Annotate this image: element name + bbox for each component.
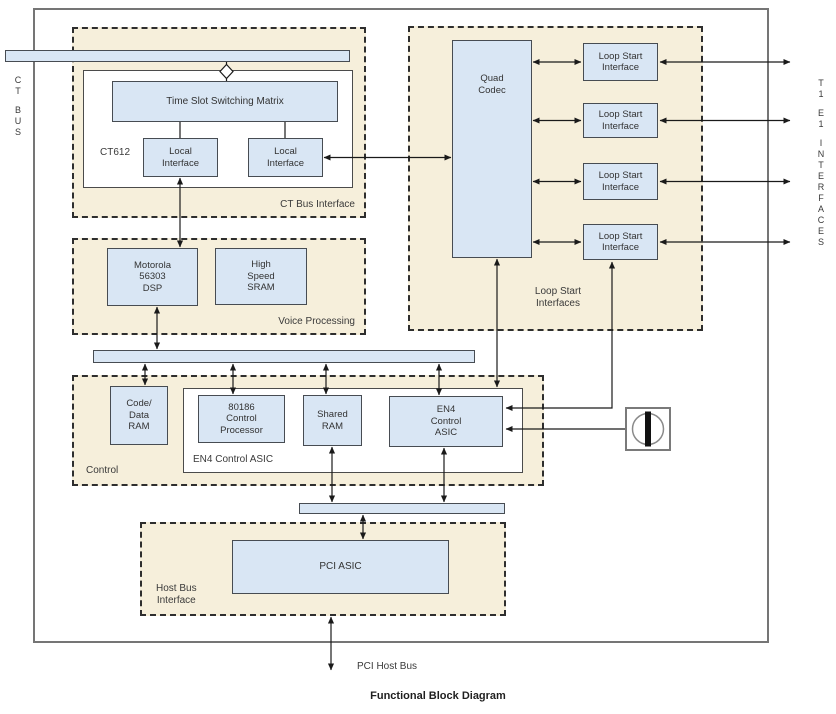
en4-asic-group-label: EN4 Control ASIC [193,453,274,465]
region-label-voice-processing: Voice Processing [278,315,355,327]
diagram-caption: Functional Block Diagram [370,690,506,702]
block-en4-control-asic: EN4 Control ASIC [389,396,503,447]
ct-bus-rail-word-2: BUS [13,105,23,138]
region-label-loop-start-interfaces: Loop Start Interfaces [534,286,582,309]
block-loop-start-interface-1: Loop Start Interface [583,43,658,81]
block-quad-codec: Quad Codec [452,40,532,258]
ct612-chip-label: CT612 [100,147,131,158]
block-shared-ram: Shared RAM [303,395,362,446]
t1-rail-word: T1 [816,78,826,100]
e1-rail-word: E1 [816,108,826,130]
interfaces-rail-word: INTERFACES [816,138,826,248]
block-motorola-dsp: Motorola 56303 DSP [107,248,198,306]
board-outline [33,8,769,643]
region-label-control: Control [86,464,119,476]
ct-bus-bar [5,50,350,62]
block-loop-start-interface-2: Loop Start Interface [583,103,658,138]
block-local-interface-2: Local Interface [248,138,323,177]
pci-host-bus-label: PCI Host Bus [357,661,418,672]
block-loop-start-interface-3: Loop Start Interface [583,163,658,200]
block-80186-control-processor: 80186 Control Processor [198,395,285,443]
block-high-speed-sram: High Speed SRAM [215,248,307,305]
block-pci-asic: PCI ASIC [232,540,449,594]
internal-bus-bar [93,350,475,363]
region-label-ct-bus-interface: CT Bus Interface [280,198,355,210]
block-time-slot-switching-matrix: Time Slot Switching Matrix [112,81,338,122]
block-loop-start-interface-4: Loop Start Interface [583,224,658,260]
t1-e1-interfaces-rail: T1 E1 INTERFACES [812,78,830,256]
ct-bus-rail: CT BUS [9,75,27,146]
region-label-host-bus-interface: Host Bus Interface [156,583,197,606]
block-code-data-ram: Code/ Data RAM [110,386,168,445]
block-local-interface-1: Local Interface [143,138,218,177]
host-bus-bar [299,503,505,514]
ct-bus-rail-word-1: CT [13,75,23,97]
